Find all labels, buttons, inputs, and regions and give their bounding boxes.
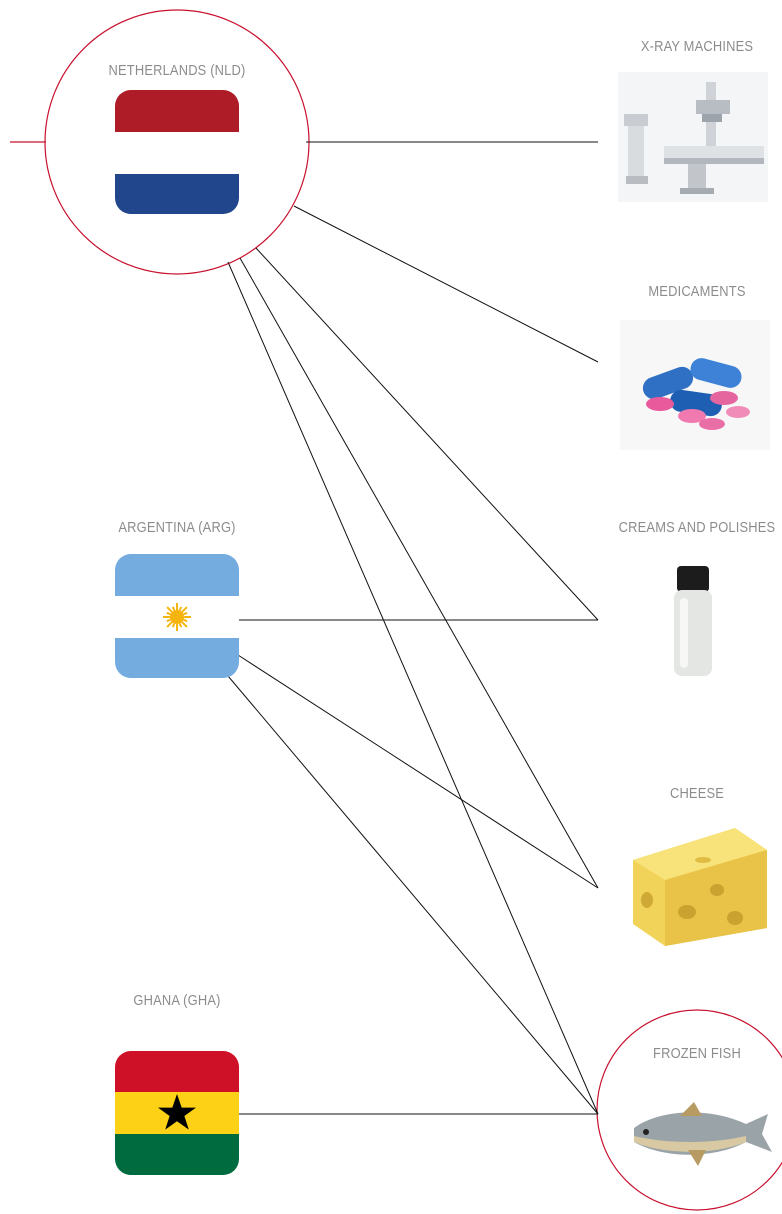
product-label-medicaments: MEDICAMENTS (611, 283, 782, 300)
sun-ray (182, 607, 187, 612)
link-nld-fish (228, 262, 598, 1114)
product-label-creams-and-polishes: CREAMS AND POLISHES (611, 519, 782, 536)
sun-ray (182, 622, 187, 627)
sun-ray (167, 613, 171, 615)
black-star-icon (115, 1092, 239, 1134)
sun-ray (173, 623, 175, 627)
sun-ray (180, 607, 182, 611)
x-ray-machine-icon (618, 72, 768, 202)
product-label-frozen-fish: FROZEN FISH (611, 1045, 782, 1062)
link-nld-cheese (240, 258, 598, 888)
country-label-argentina: ARGENTINA (ARG) (91, 519, 263, 536)
bottle-icon (618, 556, 768, 686)
sun-of-may-icon (115, 596, 239, 638)
cheese-icon (625, 820, 775, 950)
ghana-flag-icon (115, 1051, 239, 1175)
fish-icon (628, 1080, 778, 1210)
sun-ray (180, 623, 182, 627)
sun-ray (183, 613, 187, 615)
product-label-x-ray-machines: X-RAY MACHINES (611, 38, 782, 55)
link-lines (228, 142, 598, 1114)
argentina-flag-icon (115, 554, 239, 678)
sun-ray (167, 622, 172, 627)
link-arg-fish (228, 676, 598, 1114)
link-nld-creams (256, 248, 598, 620)
sun-ray (183, 620, 187, 622)
country-label-netherlands: NETHERLANDS (NLD) (91, 62, 263, 79)
sun-ray (167, 607, 172, 612)
product-label-cheese: CHEESE (611, 785, 782, 802)
sun-ray (167, 620, 171, 622)
sun-ray (173, 607, 175, 611)
link-arg-cheese (238, 655, 598, 888)
pills-icon (620, 320, 770, 450)
netherlands-flag-icon (115, 90, 239, 214)
country-label-ghana: GHANA (GHA) (91, 992, 263, 1009)
